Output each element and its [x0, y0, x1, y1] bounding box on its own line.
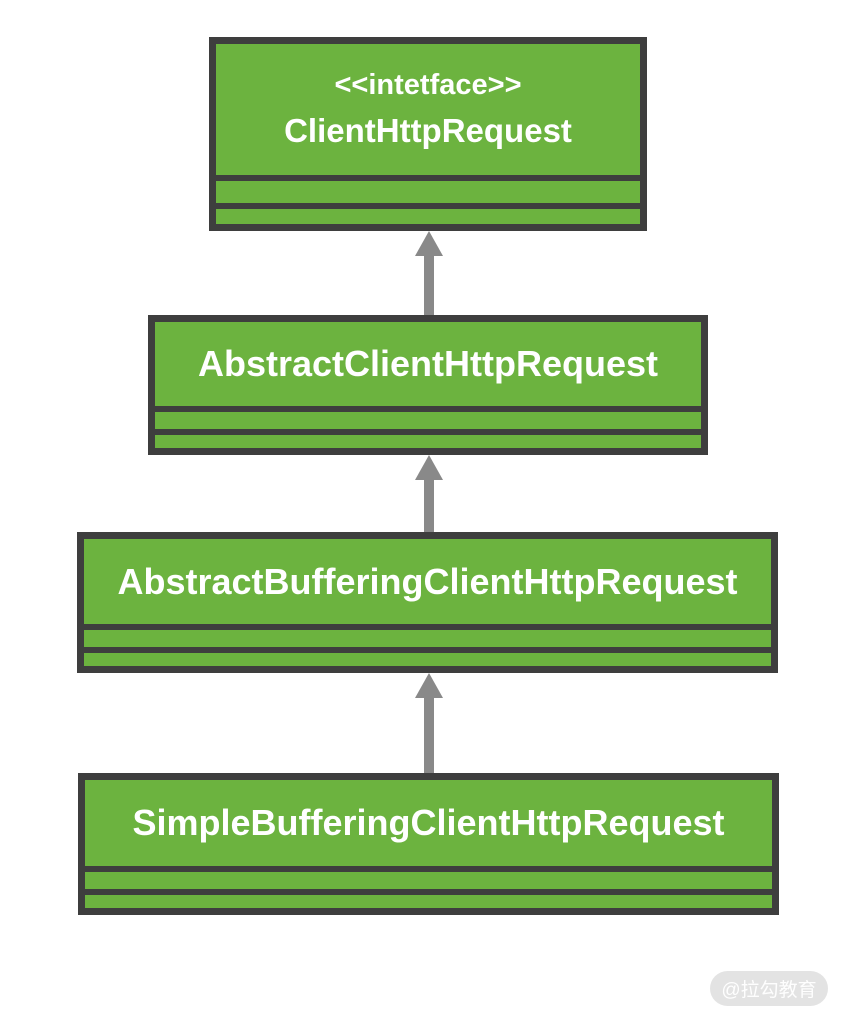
class-box-abstract-buffering-client-http-request: AbstractBufferingClientHttpRequest [77, 532, 778, 673]
arrow-head-icon [415, 231, 443, 256]
inheritance-arrow-icon [415, 673, 443, 773]
inheritance-arrow-icon [415, 455, 443, 532]
methods-compartment [85, 895, 772, 908]
class-name: SimpleBufferingClientHttpRequest [132, 802, 725, 843]
arrow-shaft [424, 698, 434, 773]
class-box-client-http-request: <<intetface>> ClientHttpRequest [209, 37, 647, 231]
watermark-badge: @拉勾教育 [710, 971, 828, 1006]
inheritance-arrow-icon [415, 231, 443, 315]
class-title-compartment: AbstractClientHttpRequest [155, 322, 701, 406]
arrow-shaft [424, 256, 434, 315]
class-name: AbstractBufferingClientHttpRequest [117, 560, 738, 602]
attributes-compartment [155, 412, 701, 429]
arrow-head-icon [415, 455, 443, 480]
class-title-compartment: SimpleBufferingClientHttpRequest [85, 780, 772, 866]
methods-compartment [155, 435, 701, 448]
attributes-compartment [85, 872, 772, 889]
methods-compartment [216, 209, 640, 224]
class-name: ClientHttpRequest [284, 111, 572, 149]
arrow-shaft [424, 480, 434, 532]
class-title-compartment: AbstractBufferingClientHttpRequest [84, 539, 771, 624]
class-box-simple-buffering-client-http-request: SimpleBufferingClientHttpRequest [78, 773, 779, 915]
attributes-compartment [84, 630, 771, 647]
class-stereotype: <<intetface>> [334, 68, 522, 101]
class-title-compartment: <<intetface>> ClientHttpRequest [216, 44, 640, 175]
methods-compartment [84, 653, 771, 666]
class-name: AbstractClientHttpRequest [197, 343, 659, 384]
arrow-head-icon [415, 673, 443, 698]
class-box-abstract-client-http-request: AbstractClientHttpRequest [148, 315, 708, 455]
attributes-compartment [216, 181, 640, 203]
